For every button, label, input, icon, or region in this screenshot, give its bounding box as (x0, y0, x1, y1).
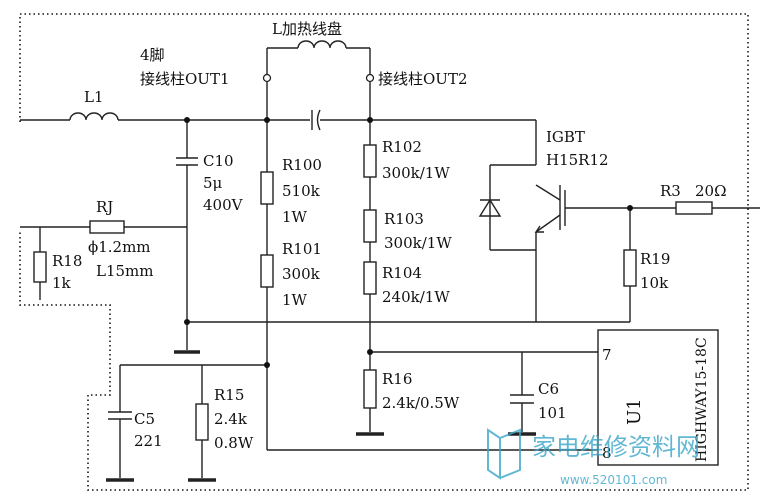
label-r100-power: 1W (282, 208, 308, 226)
resistor-r18 (33, 251, 47, 283)
label-r15-value: 2.4k (214, 410, 248, 428)
watermark-book-icon (487, 428, 521, 480)
node-out2 (367, 117, 373, 123)
label-u1-part: HIGHWAY15-18C (694, 337, 710, 462)
inductor-l1 (69, 112, 119, 121)
igbt-arrow (534, 225, 544, 233)
label-c5: C5 (134, 410, 155, 428)
label-out1: 接线柱OUT1 (140, 70, 230, 88)
node-r15-bus (264, 362, 270, 368)
label-r16: R16 (382, 370, 412, 388)
label-r100: R100 (282, 156, 322, 174)
label-r16-value: 2.4k/0.5W (382, 394, 460, 412)
label-c10: C10 (203, 152, 234, 170)
node-out1 (264, 117, 270, 123)
watermark: 家电维修资料网 www.520101.com (487, 428, 700, 487)
heating-coil (297, 40, 347, 49)
label-igbt-part: H15R12 (546, 151, 609, 169)
resistor-r103 (363, 209, 377, 243)
label-c5-value: 221 (134, 432, 163, 450)
label-r103: R103 (384, 210, 424, 228)
resistor-r3 (675, 201, 713, 215)
terminal-out1 (262, 73, 272, 83)
label-pin4: 4脚 (140, 46, 165, 64)
resistor-r19 (623, 249, 637, 287)
label-rj-diameter: ϕ1.2mm (88, 238, 151, 256)
label-c6: C6 (538, 380, 559, 398)
label-out2: 接线柱OUT2 (378, 70, 468, 88)
resonant-cap-plate-b (316, 109, 321, 131)
board-outline (19, 13, 749, 491)
label-r19: R19 (640, 250, 670, 268)
label-r102-value: 300k/1W (382, 164, 450, 182)
label-u1-pin7: 7 (602, 346, 612, 364)
resistor-r15 (195, 403, 209, 441)
label-rj-length: L15mm (96, 262, 154, 280)
label-r102: R102 (382, 138, 422, 156)
label-c10-voltage: 400V (203, 196, 244, 214)
resistor-r104 (363, 261, 377, 295)
label-r3: R3 (660, 182, 681, 200)
resistor-r16 (363, 369, 377, 409)
watermark-title: 家电维修资料网 (532, 433, 700, 461)
label-r104-value: 240k/1W (382, 288, 450, 306)
label-r18-value: 1k (52, 274, 72, 292)
label-r15-power: 0.8W (214, 434, 254, 452)
terminal-out2 (365, 73, 375, 83)
label-r101-power: 1W (282, 291, 308, 309)
label-c6-value: 101 (538, 404, 567, 422)
resistor-r102 (363, 144, 377, 178)
resistor-r100 (260, 171, 274, 205)
igbt-emitter-leg (535, 214, 561, 233)
label-u1: U1 (624, 398, 645, 425)
label-r104: R104 (382, 264, 422, 282)
watermark-url: www.520101.com (560, 473, 667, 487)
label-r3-value: 20Ω (695, 182, 727, 200)
label-u1-pin8: 8 (602, 444, 612, 462)
resistor-r101 (260, 254, 274, 288)
label-igbt: IGBT (546, 128, 585, 146)
label-l1: L1 (84, 88, 104, 106)
label-r101-value: 300k (282, 265, 321, 283)
label-r18: R18 (52, 252, 82, 270)
ic-u1 (597, 329, 719, 466)
label-r15: R15 (214, 386, 244, 404)
label-heating-coil: L加热线盘 (272, 20, 342, 38)
label-r19-value: 10k (640, 274, 669, 292)
node-gate (627, 205, 633, 211)
igbt-collector-leg (535, 184, 561, 201)
label-rj: RJ (96, 198, 113, 216)
label-c10-capacitance: 5μ (203, 174, 223, 192)
diode-triangle (478, 198, 502, 217)
node-pin7 (367, 349, 373, 355)
node-ground-bus (184, 319, 190, 325)
label-r100-value: 510k (282, 182, 321, 200)
resistor-rj (89, 220, 125, 234)
label-r101: R101 (282, 240, 322, 258)
node-c10-top (184, 117, 190, 123)
label-r103-value: 300k/1W (384, 234, 452, 252)
